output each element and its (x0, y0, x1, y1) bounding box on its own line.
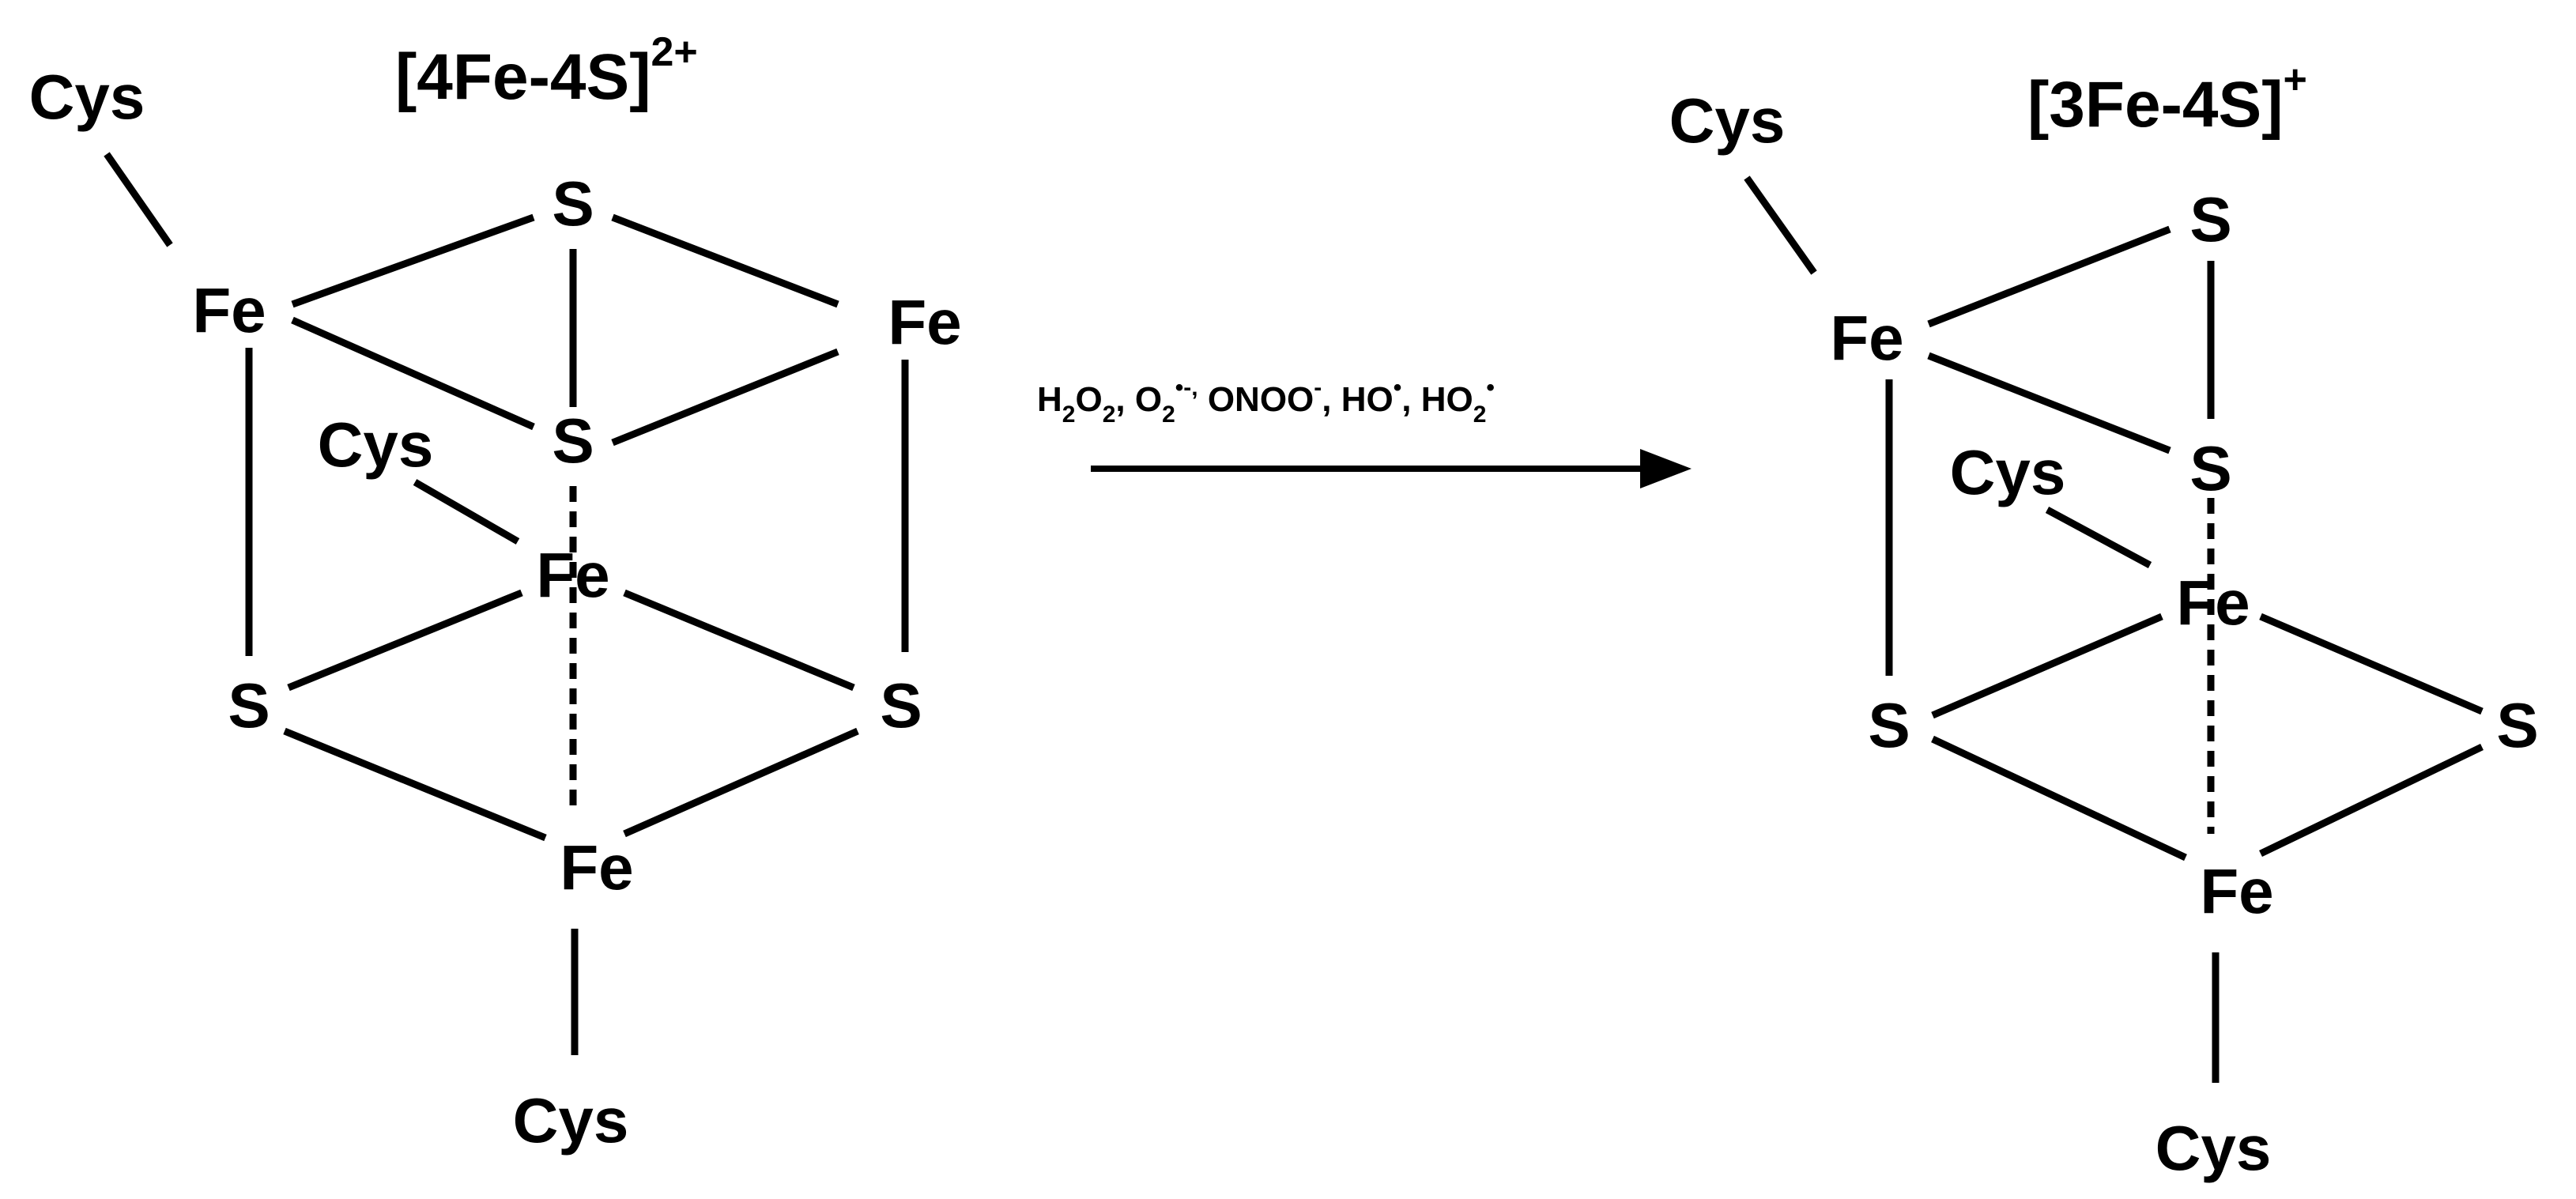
bond-fe-right-s-center (611, 348, 839, 447)
left-fe-bottom-label: Fe (560, 832, 633, 903)
condition-part: 2 (1162, 402, 1175, 428)
bond-r-fe-left-s-top (1927, 225, 2171, 328)
condition-part: H (1037, 380, 1062, 419)
condition-part: , HO (1401, 380, 1473, 419)
condition-part: • (1394, 375, 1402, 401)
left-s-center-label: S (552, 405, 594, 476)
left-cys-mid-label: Cys (318, 409, 434, 480)
condition-part: , HO (1322, 380, 1393, 419)
condition-part: - (1314, 375, 1322, 401)
left-cluster-title: [4Fe-4S]2+ (395, 29, 698, 113)
bond-fe-center-s-right (623, 589, 855, 692)
bond-r-s-right-fe-bottom (2259, 743, 2484, 858)
bond-r-cys-fe-left (1744, 175, 1817, 275)
right-s-center-label: S (2189, 433, 2231, 503)
bond-r-s-left-fe-bottom (1931, 735, 2187, 862)
right-cys-mid-label: Cys (1950, 437, 2066, 507)
condition-part: O (1075, 380, 1102, 419)
bond-r-fe-center-s-left (1931, 613, 2163, 719)
right-fe-left-label: Fe (1830, 303, 1903, 373)
right-charge-main: [3Fe-4S] (2027, 69, 2284, 141)
condition-part: 2 (1103, 402, 1116, 428)
left-cys-top-label: Cys (29, 62, 145, 132)
left-s-right-label: S (880, 670, 922, 741)
condition-part: 2 (1473, 402, 1487, 428)
bond-cys-mid-fe-center (413, 479, 520, 545)
reaction-arrow: H2O2, O2•-, ONOO-, HO•, HO2• (1037, 375, 1692, 488)
bond-r-cys-mid-fe-center (2045, 507, 2152, 568)
left-s-top-label: S (552, 168, 594, 239)
right-s-right-label: S (2496, 690, 2538, 760)
left-fe-right-label: Fe (888, 287, 961, 357)
right-cluster: Cys Fe S Cys S Fe S S Fe Cys [3Fe-4S]+ (1669, 57, 2539, 1183)
arrow-head (1640, 449, 1692, 488)
condition-part: 2 (1062, 402, 1076, 428)
right-cluster-title: [3Fe-4S]+ (2027, 57, 2307, 141)
bond-s-left-fe-bottom (283, 727, 547, 842)
left-fe-left-label: Fe (192, 275, 266, 345)
left-cluster: Cys Fe S Fe Cys S Fe S S Fe Cys [4Fe-4S]… (29, 29, 962, 1156)
left-charge-sup: 2+ (651, 29, 698, 75)
right-s-left-label: S (1868, 690, 1910, 760)
left-s-left-label: S (228, 670, 270, 741)
bond-fe-left-s-top (291, 213, 535, 308)
right-fe-bottom-label: Fe (2200, 856, 2273, 926)
left-charge-main: [4Fe-4S] (395, 41, 651, 113)
right-cys-bottom-label: Cys (2155, 1113, 2272, 1183)
condition-part: ONOO (1198, 380, 1314, 419)
left-fe-center-label: Fe (536, 540, 609, 610)
bond-cys-fe-left (104, 152, 173, 247)
reaction-conditions: H2O2, O2•-, ONOO-, HO•, HO2• (1037, 375, 1495, 428)
right-charge-sup: + (2284, 57, 2307, 103)
bond-fe-left-s-center (291, 316, 535, 431)
condition-part: •-, (1175, 375, 1198, 401)
bond-fe-center-s-left (287, 589, 523, 692)
bond-s-right-fe-bottom (623, 727, 859, 838)
right-fe-center-label: Fe (2176, 567, 2250, 638)
condition-part: , O (1115, 380, 1162, 419)
bond-s-top-fe-right (611, 213, 839, 308)
bond-r-fe-center-s-right (2259, 613, 2484, 715)
right-s-top-label: S (2189, 184, 2231, 255)
condition-part: • (1486, 375, 1495, 401)
right-cys-top-label: Cys (1669, 85, 1786, 156)
bond-r-fe-left-s-center (1927, 352, 2171, 454)
left-cys-bottom-label: Cys (513, 1085, 629, 1156)
